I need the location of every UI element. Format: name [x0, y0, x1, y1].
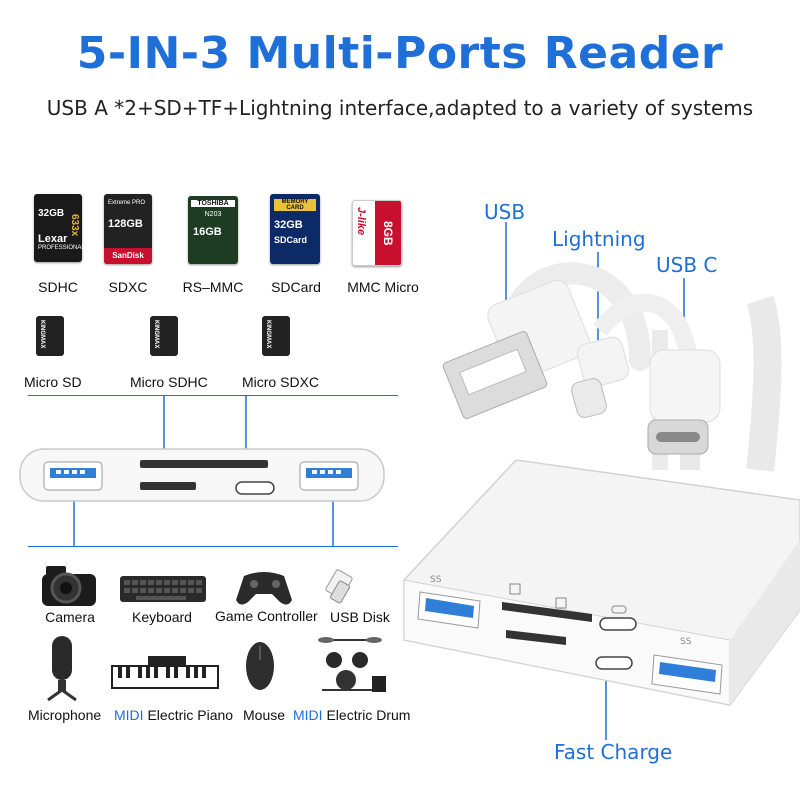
- svg-text:SS: SS: [680, 637, 692, 647]
- device-label-electric-drum: MIDI Electric Drum: [293, 707, 410, 723]
- usb-c-plug: [647, 349, 721, 455]
- card-print: 633x: [69, 214, 80, 237]
- svg-text:SS: SS: [430, 575, 442, 585]
- lexar-sdhc-card-image: 32GB Lexar PROFESSIONAL 633x: [34, 194, 85, 262]
- callout-usb: USB: [484, 200, 526, 224]
- hub-body: SS SS: [403, 459, 800, 706]
- card-print: SanDisk: [104, 248, 152, 264]
- micro-sd-card-image: KINGMAX: [36, 316, 64, 356]
- device-label-usb-disk: USB Disk: [330, 609, 390, 625]
- card-print: KINGMAX: [265, 320, 271, 349]
- card-print: 32GB: [38, 208, 65, 219]
- camera-icon: [42, 566, 96, 606]
- divider-line-bottom: [28, 546, 398, 547]
- card-print: KINGMAX: [39, 320, 45, 349]
- mouse-icon: [246, 642, 274, 690]
- microphone-icon: [47, 636, 77, 702]
- card-label-micro-sdhc: Micro SDHC: [130, 374, 208, 390]
- card-print: J-like: [355, 207, 367, 236]
- card-print: PROFESSIONAL: [38, 245, 85, 251]
- micro-sdxc-card-image: KINGMAX: [262, 316, 290, 356]
- usb-disk-icon: [325, 569, 353, 604]
- card-print: Lexar: [38, 233, 68, 245]
- jlike-mmc-micro-card-image: J-like 8GB: [352, 200, 402, 266]
- sdcard-card-image: MEMORY CARD 32GB SDCard: [270, 194, 320, 264]
- usb-a-plug: [442, 279, 591, 419]
- card-label-micro-sd: Micro SD: [24, 374, 82, 390]
- card-print: N203: [204, 211, 222, 218]
- card-print: 16GB: [193, 226, 222, 238]
- hub-front-view: [19, 448, 385, 502]
- device-label-game-controller: Game Controller: [215, 608, 318, 624]
- sandisk-sdxc-card-image: Extreme PRO 128GB SanDisk: [104, 194, 152, 264]
- device-label-mouse: Mouse: [243, 707, 286, 723]
- lightning-plug: [571, 336, 630, 418]
- game-controller-icon: [236, 572, 292, 605]
- callout-usb-c: USB C: [656, 253, 718, 277]
- micro-sdhc-card-image: KINGMAX: [150, 316, 178, 356]
- card-label-mmc-micro: MMC Micro: [347, 279, 419, 295]
- card-label-rsmmc: RS–MMC: [182, 279, 244, 295]
- card-print: SDCard: [274, 235, 308, 245]
- midi-prefix: MIDI: [114, 707, 144, 723]
- card-print: 8GB: [375, 201, 401, 265]
- electric-piano-icon: [111, 656, 219, 689]
- card-print: TOSHIBA: [191, 200, 235, 207]
- card-print: Extreme PRO: [108, 200, 146, 206]
- callout-fast-charge: Fast Charge: [554, 740, 673, 764]
- device-label-microphone: Microphone: [28, 707, 102, 723]
- device-label-camera: Camera: [45, 609, 95, 625]
- card-print: 128GB: [108, 218, 143, 230]
- card-print: MEMORY CARD: [274, 199, 316, 211]
- callout-lightning: Lightning: [552, 227, 646, 251]
- page-title: 5-IN-3 Multi-Ports Reader: [76, 28, 724, 79]
- card-label-micro-sdxc: Micro SDXC: [242, 374, 320, 390]
- keyboard-icon: [120, 576, 206, 602]
- card-label-sdhc: SDHC: [38, 279, 78, 295]
- card-print: 32GB: [274, 219, 303, 231]
- page-subtitle: USB A *2+SD+TF+Lightning interface,adapt…: [46, 96, 754, 120]
- electric-drum-icon: [318, 637, 386, 692]
- divider-line-top: [28, 395, 398, 396]
- device-label-electric-piano: MIDI Electric Piano: [114, 707, 233, 723]
- card-print: KINGMAX: [153, 320, 159, 349]
- device-label-keyboard: Keyboard: [132, 609, 192, 625]
- drum-label: Electric Drum: [326, 707, 411, 723]
- piano-label: Electric Piano: [147, 707, 234, 723]
- card-label-sdcard: SDCard: [271, 279, 321, 295]
- toshiba-rsmmc-card-image: TOSHIBA N203 16GB: [188, 196, 238, 264]
- midi-prefix: MIDI: [293, 707, 323, 723]
- card-label-sdxc: SDXC: [108, 279, 148, 295]
